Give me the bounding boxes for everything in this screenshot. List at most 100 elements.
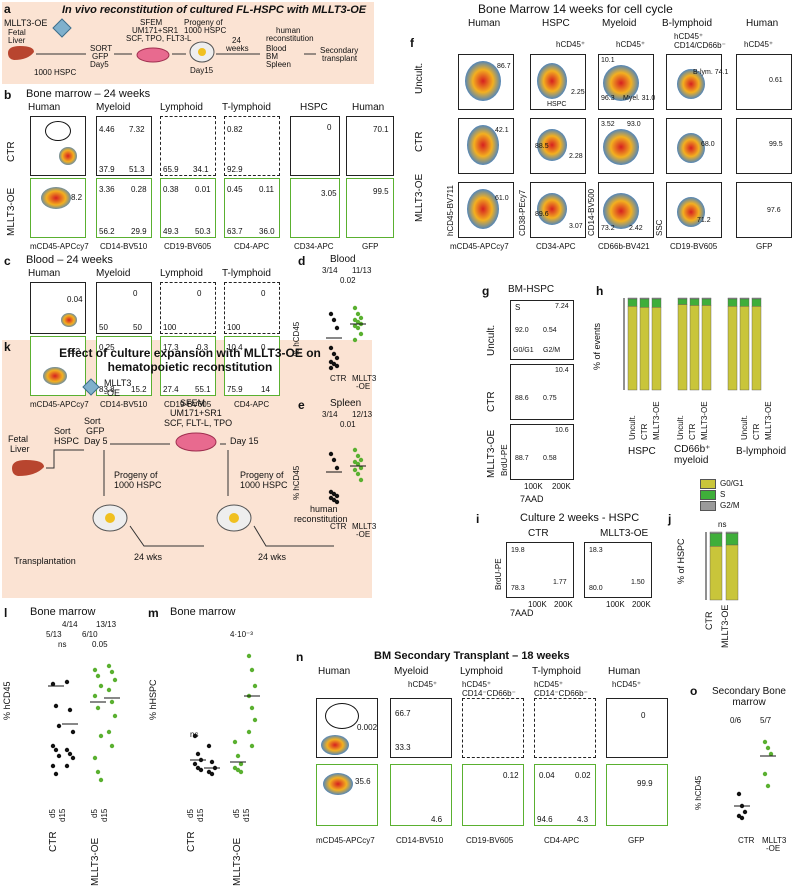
f-xaxis-3: CD66b-BV421 [598,242,650,251]
m-scatter [190,653,260,777]
data-point [92,693,98,699]
bar-s [709,533,723,547]
a-label-spleen: Spleen [266,60,291,69]
bar-s [689,298,700,306]
l-x1: d5 [48,809,57,818]
a-label-blood: Blood [266,44,287,53]
e-count-oe: 12/13 [352,410,373,419]
bar-g0-g1 [701,305,712,391]
panel-c-title: Blood – 24 weeks [26,254,113,266]
n-xaxis-1: mCD45-APCcy7 [316,836,375,845]
g-yaxis: BrdU-PE [500,444,509,476]
data-point [352,447,358,453]
f-col-hspc: HSPC [542,18,570,29]
panel-k-diagram: MLLT3 -OE Fetal Liver Sort HSPC Sort GFP… [4,376,370,596]
a-label-human: human [276,26,301,35]
f-uncult-human: 86.7 [458,54,514,110]
data-point [238,761,244,767]
data-point [742,809,748,815]
data-point [106,687,112,693]
bar-g0-g1 [725,544,739,601]
f-oe-gfp: 97.6 [736,182,792,238]
o-scatter [734,739,776,821]
bar-g2-m [725,531,739,534]
data-point [50,763,56,769]
mouse-icon [216,504,252,532]
m-x2: d15 [196,808,205,822]
data-point [328,451,334,457]
bar-s [727,298,738,307]
data-point [238,769,244,775]
data-point [334,325,340,331]
c-col-tlymphoid: T-lymphoid [222,268,271,279]
n-col-lymphoid: Lymphoid [460,666,503,677]
d-count-ctr: 3/14 [322,266,338,275]
f-sub-1: hCD45⁺ [556,40,586,49]
n-col-tlymphoid: T-lymphoid [532,666,581,677]
data-point [109,699,115,705]
data-point [328,311,334,317]
liver-icon [12,460,44,476]
a-label-sfem: SFEM [140,18,163,27]
bar-g2-m [627,297,638,300]
n-col-human-2: Human [608,666,641,677]
f-ctr-blymphoid: 68.0 [666,118,722,174]
bar-g0-g1 [751,306,762,391]
c-xaxis-4: CD4-APC [234,400,270,409]
n-sub-1: hCD45⁺ [408,680,438,689]
data-point [334,499,340,505]
a-label-liver: Liver [8,36,26,45]
data-point [53,747,59,753]
d-scatter [326,305,366,371]
data-point [334,363,340,369]
h-label-8: CTR [752,423,761,440]
a-label-fetal: Fetal [8,28,26,37]
panel-m-title: Bone marrow [170,606,236,618]
panel-c-letter: c [4,254,11,268]
d-pval: 0.02 [340,276,356,285]
a-label-reconstitution: reconstitution [266,34,314,43]
o-group-ctr: CTR [738,836,755,845]
n-ctr-gfp: 0 [606,698,668,758]
e-pval: 0.01 [340,420,356,429]
mouse-icon [189,41,215,63]
bar-g0-g1 [639,306,650,391]
h-label-1: Uncult. [628,415,637,440]
bar-g2-m [689,297,700,300]
o-ylabel: % hCD45 [694,775,703,810]
data-point [192,761,198,767]
l-x4: d15 [100,808,109,822]
panel-e-letter: e [298,398,305,412]
c-oe-human-plot: 3.2 [30,336,86,396]
d-group-oe2: -OE [356,382,371,391]
a-label-secondary: Secondary [320,46,359,55]
c-col-myeloid: Myeloid [96,268,131,279]
data-point [67,751,73,757]
m-x1: d5 [186,809,195,818]
l-g1: CTR [48,831,59,852]
e-count-ctr: 3/14 [322,410,338,419]
l-x2: d15 [58,808,67,822]
n-oe-lymphoid: 0.12 [462,764,524,826]
data-point [53,703,59,709]
h-group-hspc: HSPC [628,446,656,457]
data-point [112,677,118,683]
panel-f-title: Bone Marrow 14 weeks for cell cycle [478,2,673,16]
n-oe-human: 35.6 [316,764,378,826]
a-label-24: 24 [232,36,241,45]
b-xaxis-1: mCD45-APCcy7 [30,242,89,251]
panel-o-letter: o [690,684,698,698]
a-label-transplant: transplant [322,54,358,63]
o-count-ctr: 0/6 [730,716,742,725]
i-group-ctr: CTR [528,528,549,539]
d-group-oe: MLLT3 [352,374,377,383]
data-point [249,667,255,673]
j-group-ctr: CTR [704,611,714,631]
b-col-human-2: Human [352,102,385,113]
panel-k-title: Effect of culture expansion with MLLT3-O… [59,346,321,374]
i-xaxis: 7AAD [510,608,534,618]
